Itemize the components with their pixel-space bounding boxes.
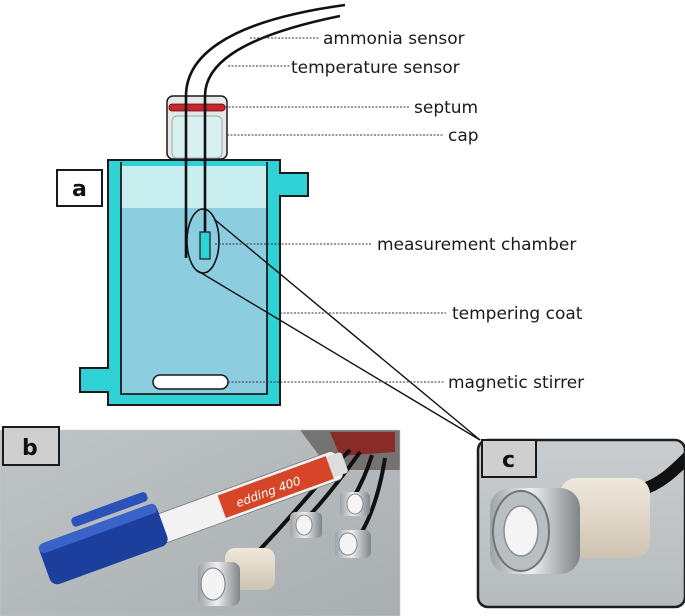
- panel-c-letter: c: [502, 448, 515, 473]
- photo-b-sensor-3: [335, 530, 371, 558]
- magnetic-stirrer: [152, 374, 229, 390]
- panel-c-frame: [476, 438, 685, 609]
- ammonia-sensor-cable: [184, 3, 346, 258]
- label-cap: cap: [448, 126, 479, 146]
- label-tempering-coat: tempering coat: [452, 304, 583, 324]
- photo-b-marker-pen: edding 400: [147, 451, 348, 546]
- photo-b-sensor-2: [290, 512, 322, 538]
- vessel-headspace: [121, 166, 267, 210]
- label-magnetic-stirrer: magnetic stirrer: [448, 373, 584, 393]
- panel-b-label-box: [2, 426, 60, 466]
- photo-b-sensor-1: [340, 492, 370, 516]
- panel-a-label-box: [56, 169, 103, 207]
- sensor-tip: [199, 231, 211, 260]
- panel-b-frame: [0, 429, 401, 616]
- photo-b-blue-cap: [38, 492, 168, 585]
- zoom-line-lower: [197, 270, 481, 441]
- photo-c-ceramic-body: [560, 478, 650, 558]
- photo-b-cable-4: [358, 457, 387, 537]
- label-measurement-chamber: measurement chamber: [377, 235, 576, 255]
- cap-inner: [171, 115, 223, 159]
- vessel-outline: [120, 162, 268, 395]
- photo-b-red-object: [330, 432, 395, 456]
- photo-b-sensor-large: [198, 548, 275, 606]
- panel-c-photo: [478, 440, 685, 607]
- vessel-liquid: [121, 208, 267, 394]
- label-ammonia-sensor: ammonia sensor: [323, 29, 465, 49]
- panel-a-letter: a: [72, 177, 87, 202]
- temperature-sensor-cable: [203, 14, 341, 232]
- zoom-line-upper: [213, 218, 481, 441]
- zoom-ellipse: [186, 208, 220, 274]
- panel-b-photo: edding 400: [0, 430, 400, 616]
- label-septum: septum: [414, 98, 478, 118]
- panel-c-label-box: [481, 439, 537, 478]
- septum: [168, 103, 226, 112]
- panel-a-diagram: ammonia sensor temperature sensor septum…: [56, 3, 584, 441]
- panel-b-letter: b: [22, 436, 38, 461]
- photo-c-membrane: [503, 505, 539, 557]
- label-temperature-sensor: temperature sensor: [291, 58, 460, 78]
